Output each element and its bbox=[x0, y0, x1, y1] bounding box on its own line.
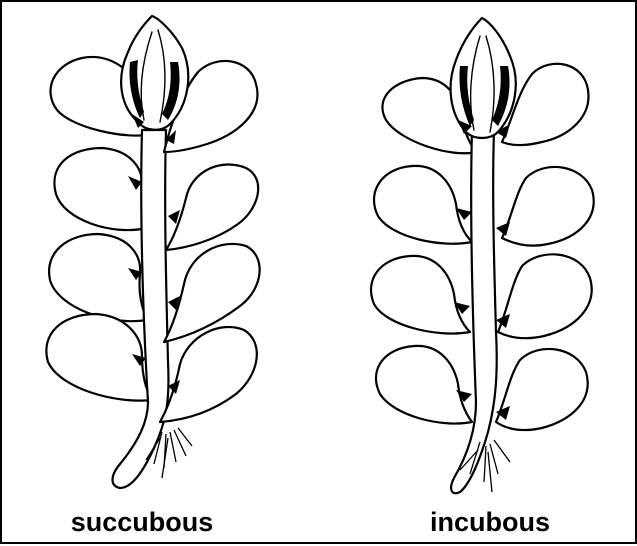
incubous-shoot bbox=[371, 18, 594, 493]
succubous-leaf-left-2 bbox=[54, 148, 147, 230]
incubous-leaf-right-2 bbox=[502, 167, 594, 246]
succubous-leaf-right-2 bbox=[166, 165, 258, 250]
succubous-leaf-right-4 bbox=[160, 327, 257, 422]
succubous-leaf-right-3 bbox=[164, 244, 260, 342]
succubous-leaf-left-3 bbox=[49, 234, 147, 321]
incubous-leaf-right-3 bbox=[498, 254, 592, 338]
succubous-label: succubous bbox=[42, 504, 242, 540]
incubous-leaf-right-4 bbox=[496, 349, 588, 430]
succubous-shoot bbox=[46, 16, 259, 488]
incubous-label: incubous bbox=[390, 504, 590, 540]
incubous-leaf-left-4 bbox=[376, 346, 472, 424]
incubous-leaf-left-2 bbox=[374, 166, 472, 244]
incubous-leaf-left-3 bbox=[371, 256, 470, 334]
